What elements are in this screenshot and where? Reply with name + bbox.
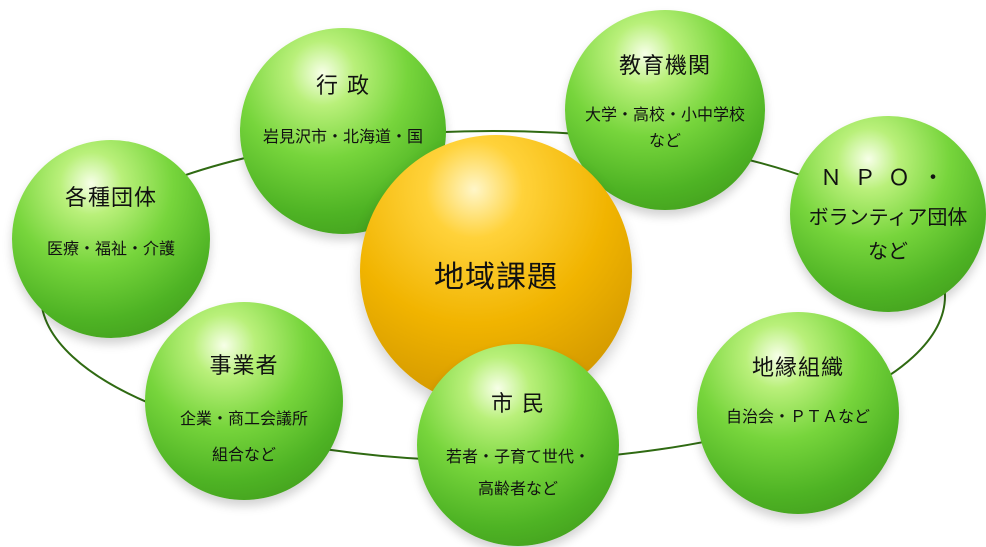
node-title: ＮＰＯ・ [819, 166, 956, 191]
node-kyoiku-kikan: 教育機関 大学・高校・小中学校 など [565, 10, 765, 210]
node-title: 教育機関 [618, 54, 711, 79]
node-sub-line: ボランティア団体 [808, 205, 968, 229]
node-sub-line: など [868, 239, 908, 263]
node-sub-line: 自治会・ＰＴＡなど [725, 407, 870, 426]
node-shimin: 市 民 若者・子育て世代・ 高齢者など [417, 344, 619, 546]
node-sub-line: 企業・商工会議所 [179, 409, 308, 428]
node-title: 市 民 [491, 392, 545, 417]
node-sub-line: 高齢者など [477, 479, 558, 498]
node-jigyosha: 事業者 企業・商工会議所 組合など [145, 302, 343, 500]
node-title: 事業者 [209, 354, 279, 379]
node-npo: ＮＰＯ・ ボランティア団体 など [790, 116, 986, 312]
center-title: 地域課題 [434, 260, 558, 295]
node-sub-line: 若者・子育て世代・ [445, 447, 590, 466]
node-sub-line: 医療・福祉・介護 [46, 239, 175, 258]
node-title: 行 政 [316, 74, 370, 99]
node-kakushu-dantai: 各種団体 医療・福祉・介護 [12, 140, 210, 338]
node-title: 各種団体 [64, 186, 157, 211]
node-title: 地縁組織 [751, 356, 844, 381]
node-sub-line: 組合など [211, 445, 276, 464]
node-sub-line: など [648, 131, 681, 150]
node-chien-soshiki: 地縁組織 自治会・ＰＴＡなど [697, 312, 899, 514]
node-sub-line: 岩見沢市・北海道・国 [262, 127, 423, 146]
node-sub-line: 大学・高校・小中学校 [584, 105, 745, 124]
